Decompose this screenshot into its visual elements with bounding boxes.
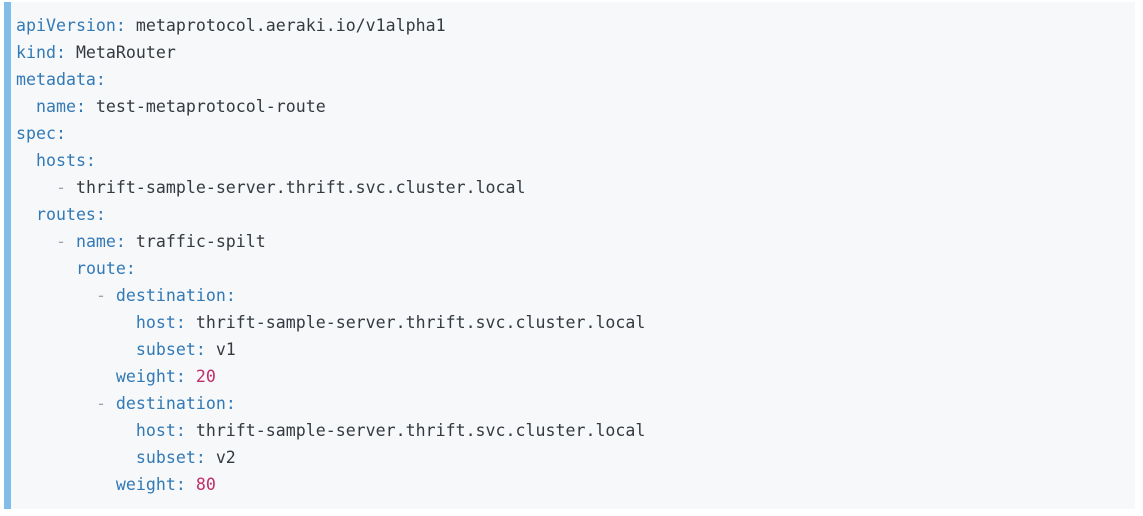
yaml-code-block: apiVersion: metaprotocol.aeraki.io/v1alp…	[4, 2, 1135, 509]
code-line: route:	[75, 259, 136, 278]
code-line: subset: v1	[135, 340, 236, 359]
code-line: routes:	[35, 205, 106, 224]
code-line: - name: traffic-spilt	[55, 232, 266, 251]
code-line: host: thrift-sample-server.thrift.svc.cl…	[135, 421, 646, 440]
code-line: metadata:	[16, 70, 106, 89]
yaml-code-content: apiVersion: metaprotocol.aeraki.io/v1alp…	[11, 2, 1135, 509]
code-line: kind: MetaRouter	[16, 43, 176, 62]
code-line: subset: v2	[135, 448, 236, 467]
code-line: - destination:	[95, 394, 236, 413]
code-line: - destination:	[95, 286, 236, 305]
code-line: name: test-metaprotocol-route	[35, 97, 326, 116]
code-line: spec:	[16, 124, 66, 143]
code-line: - thrift-sample-server.thrift.svc.cluste…	[55, 178, 526, 197]
code-line: host: thrift-sample-server.thrift.svc.cl…	[135, 313, 646, 332]
code-line: hosts:	[35, 151, 96, 170]
code-line: weight: 80	[115, 475, 216, 494]
code-accent-bar	[4, 2, 11, 509]
code-line: apiVersion: metaprotocol.aeraki.io/v1alp…	[16, 16, 446, 35]
code-line: weight: 20	[115, 367, 216, 386]
